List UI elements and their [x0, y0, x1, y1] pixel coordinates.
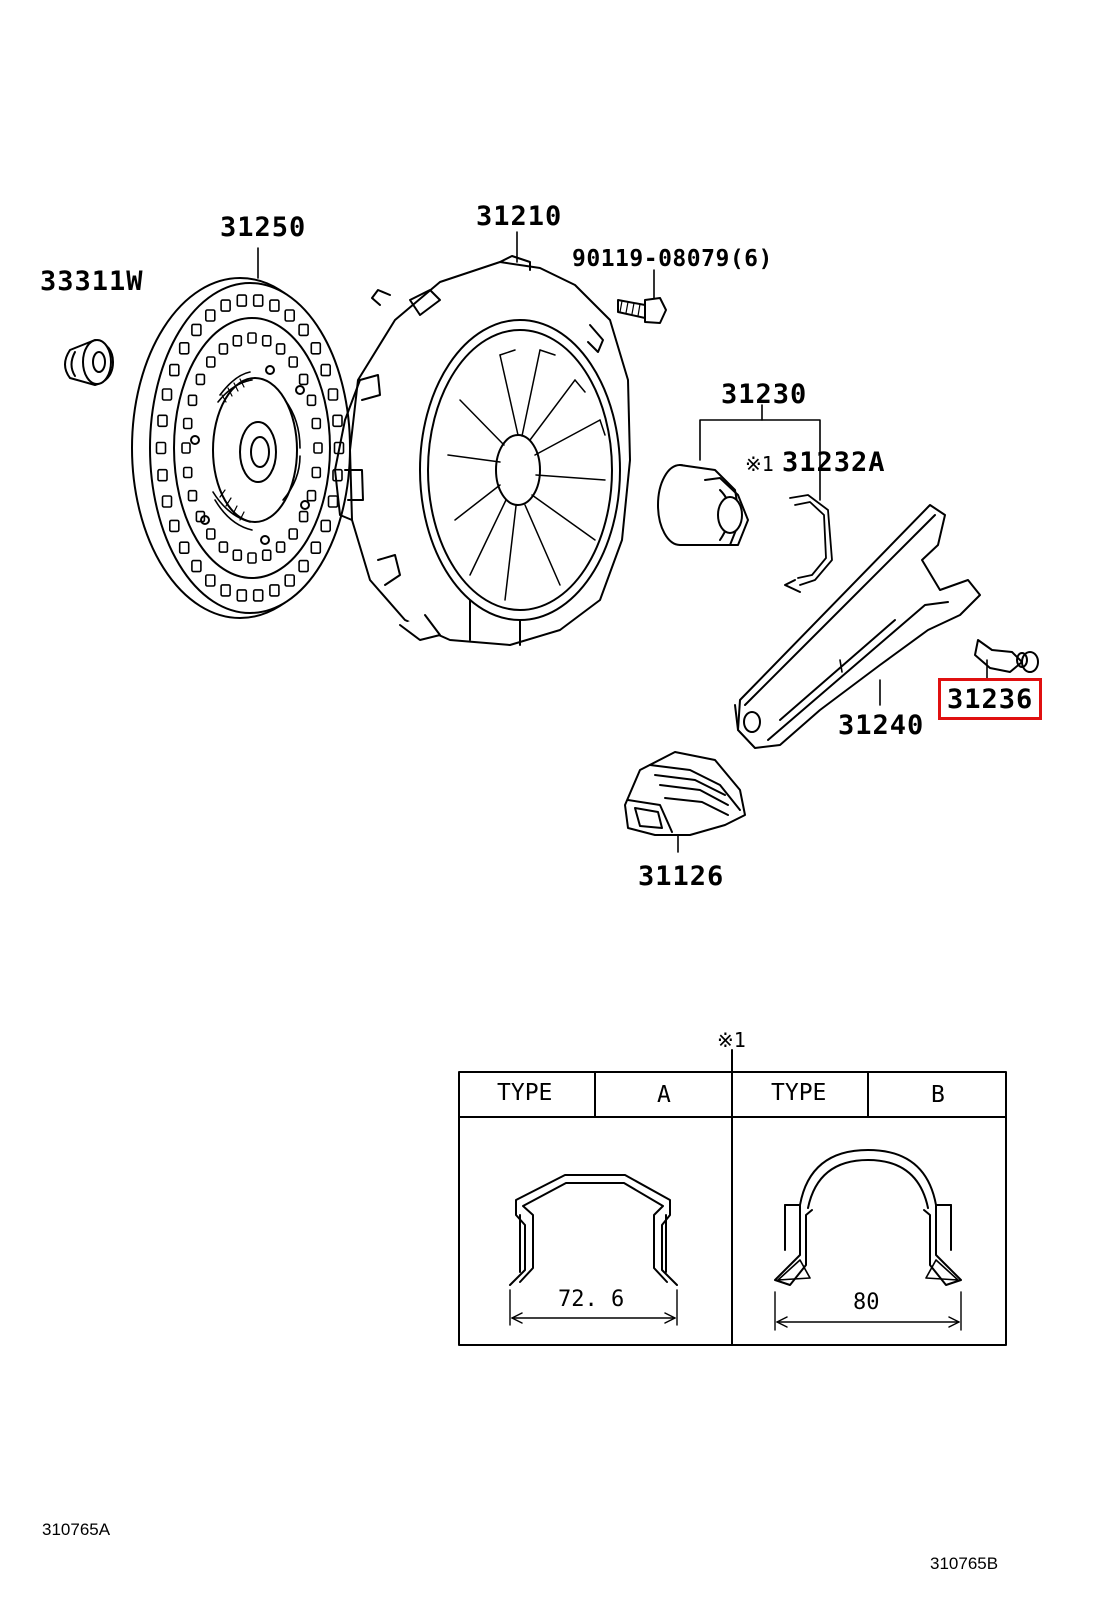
friction-pad — [206, 528, 216, 540]
friction-pad — [327, 388, 339, 401]
friction-pad — [187, 394, 198, 407]
friction-pad — [236, 589, 248, 602]
callout-note-mark: ※1 — [745, 452, 774, 476]
friction-pad — [252, 294, 264, 307]
friction-pad — [232, 549, 243, 562]
friction-pad — [220, 299, 231, 312]
friction-pad — [247, 332, 257, 344]
friction-pad — [275, 343, 286, 355]
friction-pad — [288, 528, 299, 540]
friction-pad — [169, 519, 180, 533]
release-fork-drawing — [734, 504, 981, 749]
friction-pad — [232, 334, 243, 347]
callout-31236-highlighted[interactable]: 31236 — [938, 678, 1043, 720]
callout-31240[interactable]: 31240 — [838, 710, 925, 741]
friction-pad — [261, 334, 272, 347]
type-a-dimension: 72. 6 — [558, 1287, 625, 1312]
clutch-disc-drawing — [131, 247, 351, 619]
friction-pad — [261, 549, 272, 562]
friction-pad — [320, 519, 332, 533]
friction-pad — [298, 510, 309, 523]
friction-pad — [269, 584, 280, 597]
friction-pad — [195, 373, 206, 386]
friction-pad — [182, 417, 193, 430]
reference-code-left: 310765A — [42, 1520, 111, 1539]
friction-pad — [182, 466, 193, 479]
callout-31232a[interactable]: 31232A — [782, 447, 886, 478]
friction-pad — [191, 559, 202, 573]
table-note-mark: ※1 — [717, 1028, 746, 1052]
hub-clip-drawing — [784, 494, 833, 593]
table-type-label-a: TYPE — [497, 1080, 553, 1106]
clutch-cover-drawing — [334, 231, 631, 646]
friction-pad — [218, 541, 229, 553]
friction-pad — [298, 323, 309, 337]
clip-type-table — [458, 1049, 1007, 1346]
friction-pad — [332, 414, 343, 428]
callout-33311w[interactable]: 33311W — [40, 266, 144, 297]
bolt-drawing — [617, 269, 667, 324]
friction-pad — [310, 541, 322, 555]
friction-pad — [205, 574, 216, 587]
callout-31250[interactable]: 31250 — [220, 212, 307, 243]
friction-pad — [161, 388, 173, 401]
friction-pad — [169, 363, 180, 377]
friction-pad — [306, 394, 317, 407]
release-fork-boot-drawing — [624, 751, 746, 853]
friction-pad — [284, 574, 296, 587]
friction-pad — [313, 442, 323, 454]
friction-pad — [306, 489, 317, 502]
friction-pad — [275, 541, 286, 553]
type-b-dimension: 80 — [853, 1290, 880, 1315]
friction-pad — [206, 356, 216, 368]
type-b-clip-drawing — [774, 1149, 962, 1331]
friction-pad — [161, 495, 173, 508]
friction-pad — [310, 341, 322, 355]
friction-pad — [247, 552, 257, 564]
callout-31210[interactable]: 31210 — [476, 201, 563, 232]
friction-pad — [236, 294, 248, 307]
callout-31230[interactable]: 31230 — [721, 379, 808, 410]
callout-90119-08079[interactable]: 90119-08079(6) — [572, 246, 773, 272]
friction-pad — [157, 468, 168, 482]
friction-pad — [181, 442, 191, 454]
friction-pad — [205, 309, 216, 322]
friction-pad — [252, 589, 264, 602]
type-a-clip-drawing — [509, 1174, 678, 1326]
friction-pad — [218, 343, 229, 355]
friction-pad — [269, 299, 280, 312]
friction-pad — [298, 559, 309, 573]
release-bearing-drawing — [657, 404, 821, 546]
pilot-bearing-drawing — [64, 339, 114, 386]
friction-pad — [155, 441, 167, 455]
friction-pad — [220, 584, 231, 597]
callout-31126[interactable]: 31126 — [638, 861, 725, 892]
friction-pad — [157, 414, 168, 428]
friction-pad — [311, 417, 322, 430]
friction-pad — [288, 356, 299, 368]
table-type-value-a: A — [657, 1082, 671, 1108]
friction-pad — [332, 468, 343, 482]
friction-pad — [284, 309, 296, 322]
friction-pad — [178, 541, 190, 555]
friction-pad — [178, 341, 190, 355]
table-type-label-b: TYPE — [771, 1080, 827, 1106]
friction-pad — [298, 373, 309, 386]
friction-pad — [191, 323, 202, 337]
fork-pivot-drawing — [974, 639, 1039, 681]
table-type-value-b: B — [931, 1082, 945, 1108]
friction-pad — [320, 363, 332, 377]
friction-pad — [187, 489, 198, 502]
friction-pad — [311, 466, 322, 479]
reference-code-right: 310765B — [930, 1554, 999, 1573]
